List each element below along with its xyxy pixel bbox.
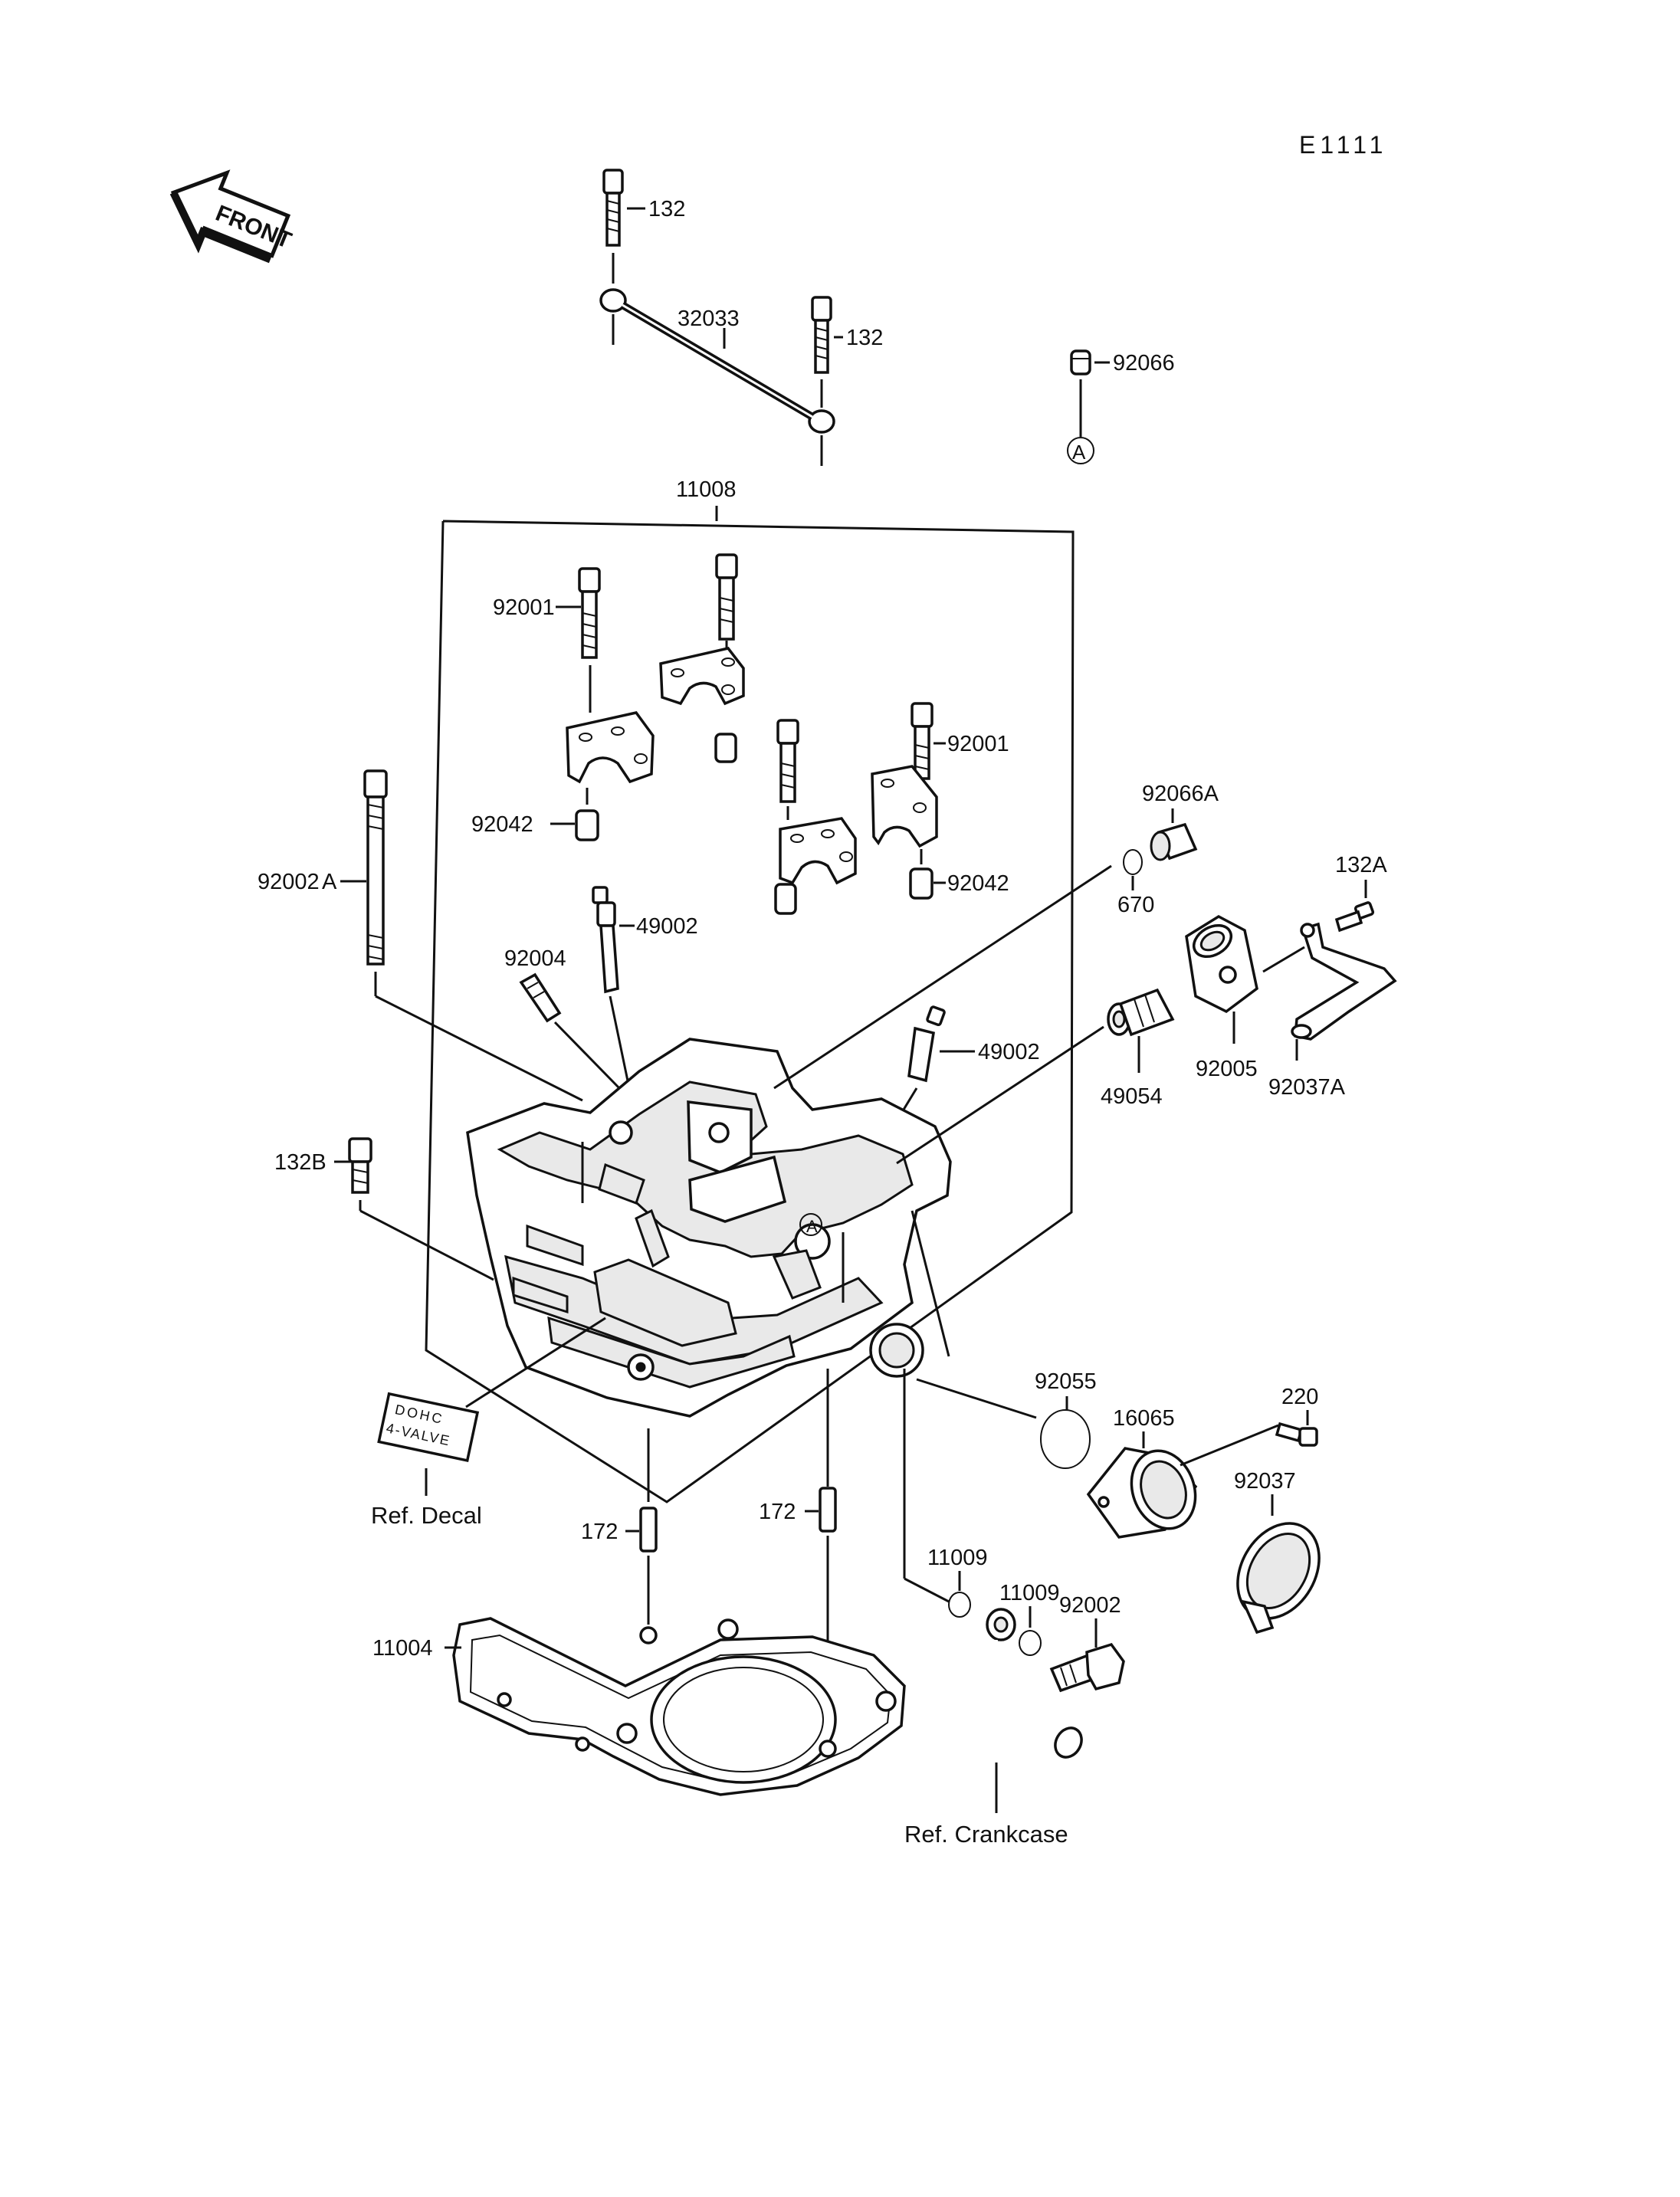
label-11009-a: 11009 [927, 1546, 988, 1570]
bolt-132-top [602, 169, 624, 247]
label-92066: 92066 [1113, 351, 1175, 375]
valve-guide-49002-mid [907, 1005, 946, 1083]
washer-11009-b [1019, 1630, 1042, 1656]
thermostat-49054 [1107, 988, 1175, 1037]
label-220: 220 [1281, 1385, 1318, 1409]
washer-11009-a [948, 1592, 971, 1618]
label-92002: 92002 [1059, 1593, 1121, 1618]
bolt-132A [1334, 901, 1375, 933]
top-bracket-group: 132 32033 132 [599, 169, 883, 466]
label-92001-left: 92001 [493, 595, 555, 620]
bolt-132-right [811, 296, 832, 374]
label-11009-b: 11009 [999, 1581, 1060, 1605]
bolt-132B [348, 1137, 372, 1194]
label-92066A: 92066A [1142, 782, 1219, 806]
label-132-top: 132 [648, 197, 685, 221]
rod-32033 [599, 288, 835, 434]
label-49002-top: 49002 [636, 914, 698, 939]
label-32033: 32033 [678, 307, 740, 331]
screw-220 [1275, 1421, 1318, 1447]
thermostat-housing-92005 [1185, 914, 1258, 1014]
valve-guide-49002-top [592, 886, 619, 994]
oil-pipe [965, 1608, 1083, 1759]
label-670: 670 [1117, 893, 1154, 917]
stud-92004 [519, 972, 562, 1023]
ref-crankcase: Ref. Crankcase [904, 1821, 1068, 1848]
label-49002-mid: 49002 [978, 1040, 1040, 1064]
label-11008: 11008 [676, 477, 737, 502]
diagram-code: E1111 [1299, 131, 1387, 159]
label-132B: 132B [274, 1150, 326, 1175]
label-92037A: 92037A [1268, 1075, 1346, 1100]
label-172-right: 172 [759, 1500, 796, 1524]
bolt-92002A [363, 769, 388, 966]
head-gasket-11004 [452, 1617, 906, 1796]
plug-92066 [1070, 349, 1091, 375]
label-92037: 92037 [1234, 1469, 1296, 1494]
label-132-right: 132 [846, 326, 883, 350]
callout-a-top: A [1072, 441, 1086, 464]
bolt-92002 [1049, 1642, 1125, 1693]
label-92002A: 92002 [258, 870, 320, 894]
label-92002A-suffix: A [322, 870, 337, 894]
front-arrow-icon: FRONT [169, 169, 295, 264]
ref-decal: Ref. Decal [371, 1502, 482, 1529]
label-49054: 49054 [1101, 1084, 1163, 1109]
cam-cap-bolts [566, 553, 938, 915]
label-92042-left: 92042 [471, 812, 533, 837]
cylinder-head: A [466, 1038, 952, 1418]
decal-dohc: DOHC 4-VALVE [377, 1392, 480, 1463]
label-92055: 92055 [1035, 1369, 1097, 1394]
label-92001-right: 92001 [947, 732, 1009, 756]
dowel-172-left [639, 1507, 658, 1553]
label-16065: 16065 [1113, 1406, 1175, 1431]
label-92005: 92005 [1196, 1057, 1258, 1081]
clamp-92037 [1236, 1522, 1321, 1635]
oring-670 [1123, 849, 1143, 875]
oring-92055 [1040, 1409, 1091, 1469]
label-172-left: 172 [581, 1520, 618, 1544]
label-92004: 92004 [504, 946, 566, 971]
assembly-frame-11008 [425, 520, 1075, 1503]
dowel-172-right [819, 1487, 837, 1533]
callout-a-head: A [806, 1217, 818, 1236]
plug-92066A [1150, 822, 1198, 861]
bracket-92037A [1291, 922, 1397, 1041]
intake-holder-16065 [1086, 1447, 1198, 1539]
label-92042-right: 92042 [947, 871, 1009, 896]
label-11004: 11004 [372, 1636, 433, 1661]
label-132A: 132A [1335, 853, 1387, 877]
